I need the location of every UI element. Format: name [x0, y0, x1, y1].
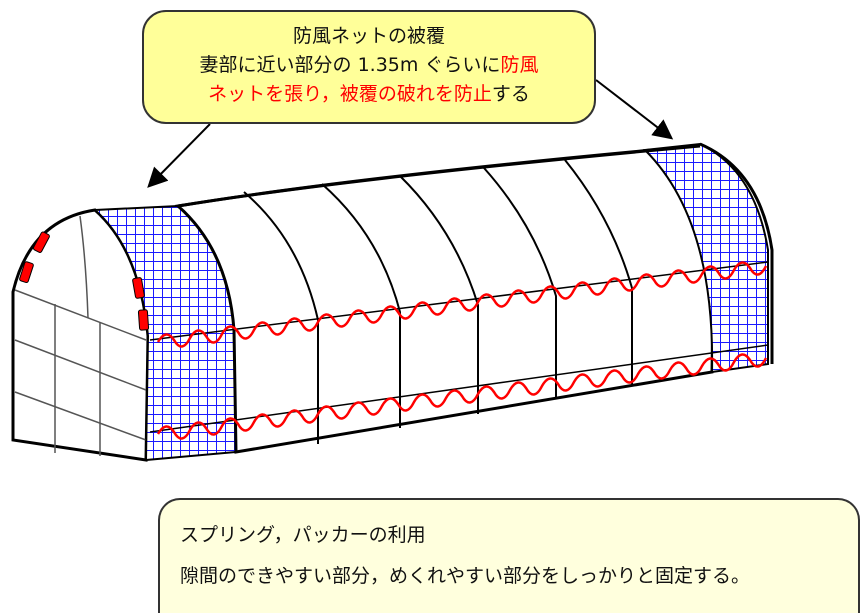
packer-clip — [32, 231, 50, 253]
arrow-to-rear-net — [595, 79, 674, 140]
packer-clip — [137, 309, 150, 331]
rear-windbreak-net — [642, 142, 769, 374]
spring-wires — [156, 261, 768, 440]
spring-packer-callout: スプリング，パッカーの利用 隙間のできやすい部分，めくれやすい部分をしっかりと固… — [158, 498, 860, 613]
callout-heading: スプリング，パッカーの利用 — [180, 524, 426, 546]
upper-spring — [156, 261, 768, 348]
windbreak-net-callout: 防風ネットの被覆 妻部に近い部分の 1.35m ぐらいに防風 ネットを張り，被覆… — [142, 10, 596, 124]
packer-clip — [132, 277, 145, 299]
rear-arch-outline — [699, 142, 774, 364]
callout-line-2: ネットを張り，被覆の破れを防止する — [208, 83, 530, 105]
callout-title: 防風ネットの被覆 — [292, 25, 445, 47]
gable-panel-lines — [14, 215, 147, 456]
ridge-outline — [177, 144, 701, 208]
callout-line-1: 妻部に近い部分の 1.35m ぐらいに防風 — [199, 54, 539, 76]
packer-clips — [19, 231, 150, 331]
packer-clip — [19, 261, 34, 284]
arrow-to-front-net — [147, 123, 211, 188]
lower-spring — [156, 353, 768, 440]
callout-description: 隙間のできやすい部分，めくれやすい部分をしっかりと固定する。 — [180, 565, 751, 587]
